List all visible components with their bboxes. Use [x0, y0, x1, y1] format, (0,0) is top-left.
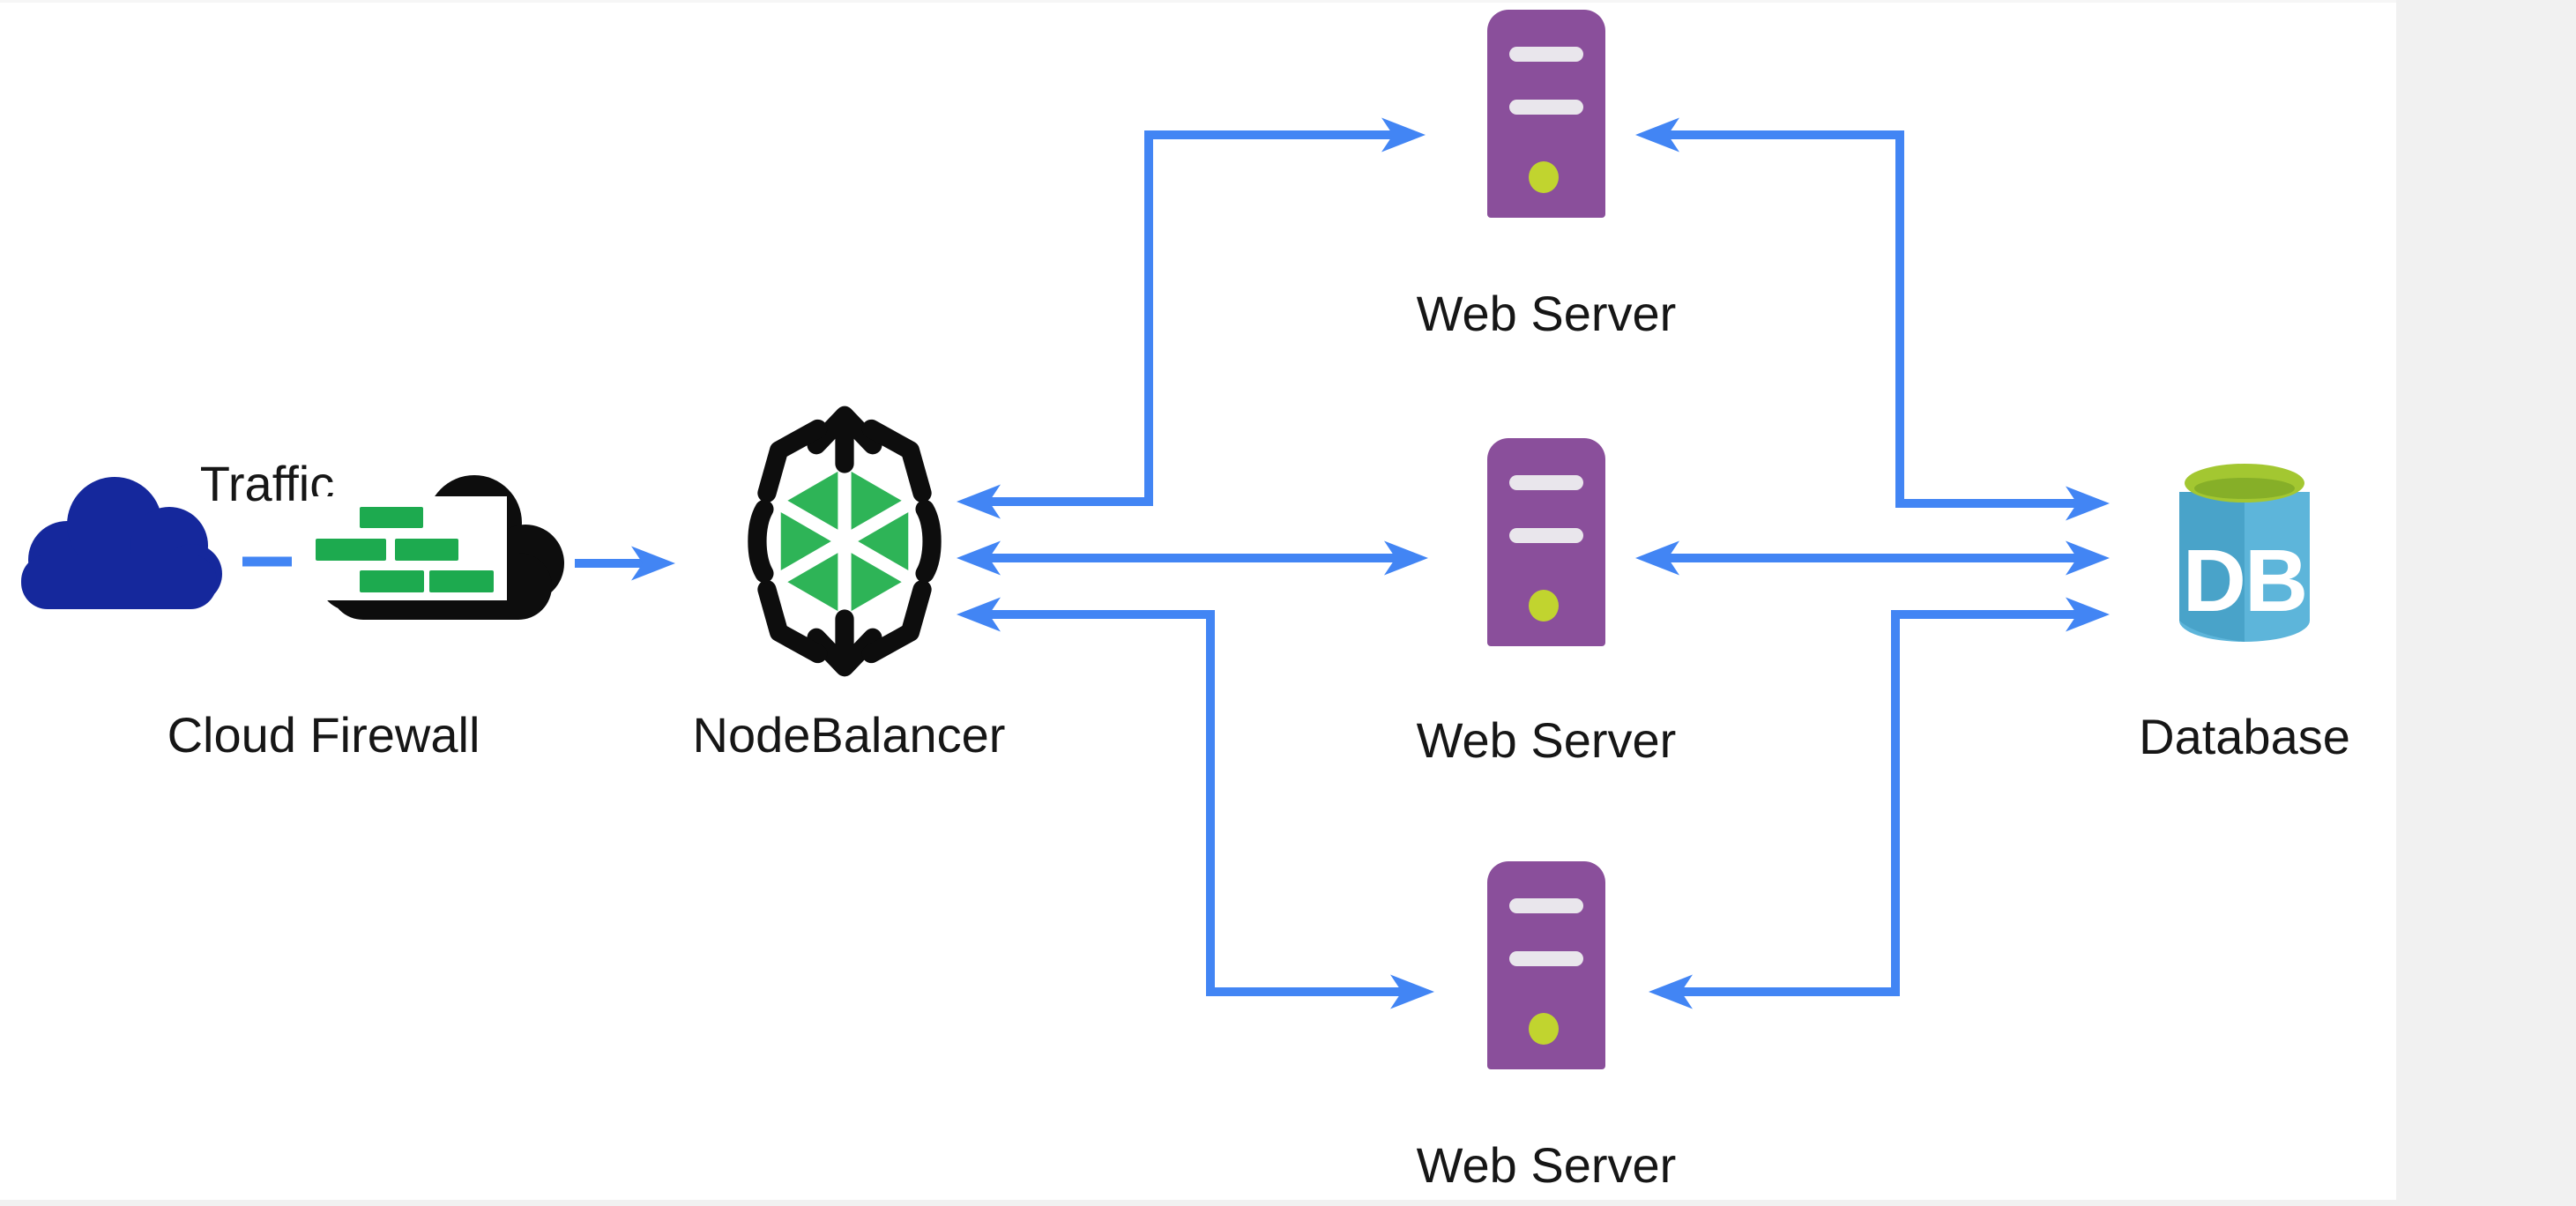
cloud-firewall-label: Cloud Firewall: [167, 707, 480, 763]
nodebalancer-label: NodeBalancer: [692, 707, 1006, 763]
arrowhead-into-webserver-bottom-right: [1649, 974, 1693, 1009]
database-icon: DB: [2164, 448, 2325, 655]
firewall-bricks: [316, 507, 494, 592]
database-top-inner: [2194, 478, 2295, 499]
edge-webserver-bottom-database: [1681, 610, 2077, 996]
edge-webserver-top-database: [1668, 130, 2077, 508]
web-server-top-label: Web Server: [1416, 286, 1677, 341]
database-icon-text: DB: [2183, 532, 2306, 630]
arrowhead-into-nodebalancer-from-firewall: [631, 546, 675, 581]
server-slots: [1509, 475, 1583, 543]
web-server-bottom-icon: [1487, 861, 1605, 1069]
web-server-middle-label: Web Server: [1416, 712, 1677, 768]
server-led: [1529, 161, 1559, 193]
arrowhead-into-database-middle: [2066, 540, 2110, 576]
arrowhead-into-database-bottom: [2066, 597, 2110, 632]
arrowhead-into-webserver-top-right: [1635, 117, 1679, 153]
edge-nodebalancer-webserver-bottom: [989, 610, 1402, 996]
traffic-cloud-icon: [16, 475, 222, 611]
arrowhead-into-webserver-top-left: [1381, 117, 1426, 153]
edge-nodebalancer-webserver-top: [989, 130, 1393, 506]
web-server-middle-icon: [1487, 438, 1605, 646]
database-body-dark: [2179, 492, 2245, 642]
arrowhead-into-webserver-middle-left: [1384, 540, 1428, 576]
web-server-bottom-label: Web Server: [1416, 1137, 1677, 1193]
database-label: Database: [2139, 709, 2350, 764]
nodebalancer-hexagon-spokes: [774, 460, 915, 622]
traffic-cloud-shape: [21, 477, 222, 609]
server-slots: [1509, 898, 1583, 966]
server-led: [1529, 1013, 1559, 1045]
nodebalancer-icon: [711, 394, 979, 689]
arrowhead-into-database-top: [2066, 486, 2110, 521]
server-led: [1529, 590, 1559, 622]
diagram-canvas: Traffic Clo: [0, 0, 2396, 1200]
server-slots: [1509, 47, 1583, 115]
cloud-firewall-icon: [309, 472, 566, 622]
web-server-top-icon: [1487, 10, 1605, 218]
nodebalancer-arrows: [748, 406, 942, 677]
arrowhead-into-webserver-middle-right: [1635, 540, 1679, 576]
arrowhead-into-webserver-bottom-left: [1390, 974, 1434, 1009]
